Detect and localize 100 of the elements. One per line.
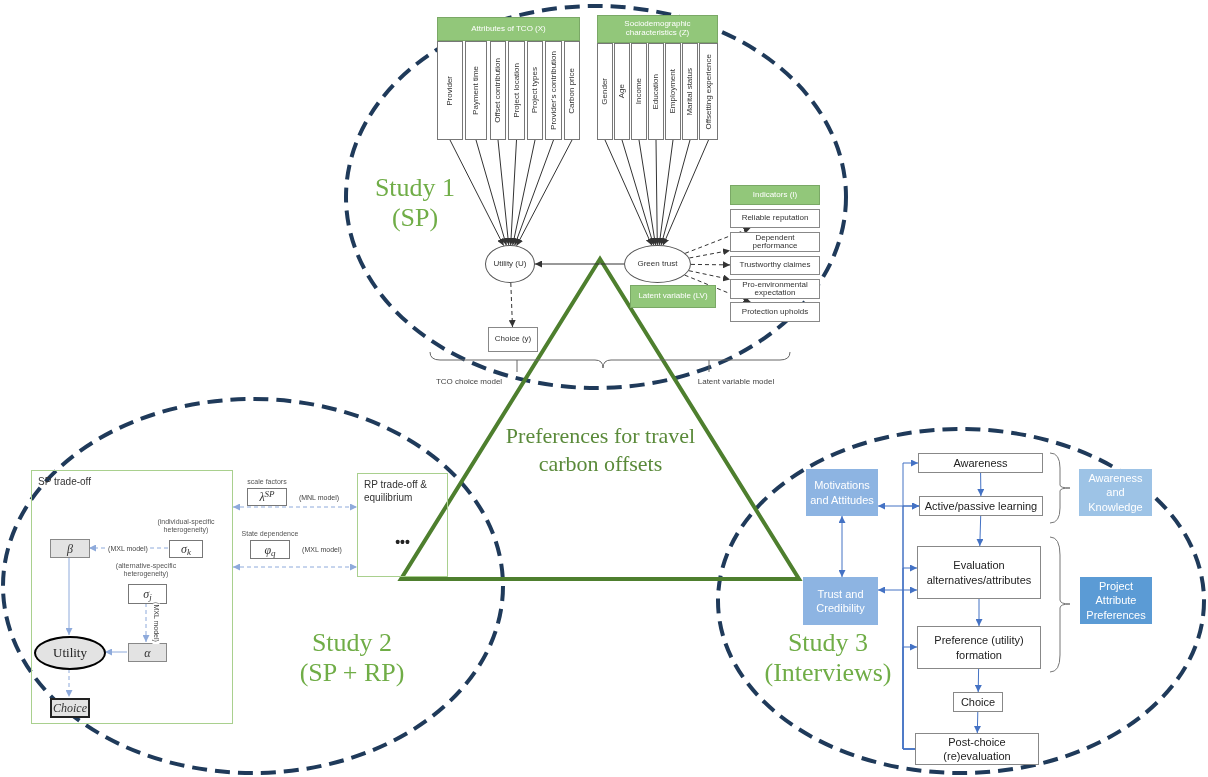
process-box [915,733,1039,765]
box-label: λ$^{SP}$ [258,488,276,506]
box-label: Preference (utility) formation [933,633,1025,662]
box-label: Utility [52,644,88,663]
parameter-box [50,539,90,558]
parameter-box [250,540,290,559]
header-box [437,17,580,41]
arrow [516,139,573,247]
arrow [497,139,512,246]
parameter-box [128,584,167,604]
box-label: Evaluation alternatives/attributes [925,558,1033,587]
box-label: Dependent performance [751,233,799,251]
study-title: Study 3 (Interviews) [763,628,893,688]
attribute-box [631,43,647,140]
box-label: Awareness [952,455,1009,471]
factor-box [803,577,878,625]
indicator-box [730,232,820,252]
arrow [142,602,150,643]
box-label: Payment time [472,66,480,115]
attribute-box [465,41,487,140]
box-label: Offsetting experience [704,53,713,130]
model-frame [357,473,448,577]
box-label: Choice (y) [493,335,533,344]
attribute-box [665,43,681,140]
parameter-box [247,488,287,506]
process-box [918,453,1043,473]
center-title: Preferences for travel carbon offsets [504,422,697,477]
attribute-box [564,41,580,140]
box-label: Age [618,84,626,99]
box-label: Latent variable (LV) [637,292,709,301]
process-box [953,692,1003,712]
arrow [510,139,536,246]
arrow [902,643,918,750]
box-label: Pro-environmental expectation [741,280,809,298]
box-label: Project location [512,63,521,118]
box-label: Income [635,78,643,105]
arrow [508,282,516,328]
arrow [534,260,625,268]
arrow [975,598,983,627]
process-box [917,546,1041,599]
attribute-box [699,43,718,140]
box-label: σ$_{k}$ [180,541,192,558]
box-label: Project Attribute Preferences [1085,579,1147,622]
box-label: α [143,644,152,662]
utility-ellipse [34,636,106,670]
attribute-box [490,41,506,140]
box-label: Attributes of TCO (X) [470,24,547,34]
process-box [917,626,1041,669]
variable-ellipse [485,245,535,283]
attribute-box [597,43,613,140]
box-label: Post-choice (re)evaluation [942,734,1012,764]
box-label: Green trust [636,258,679,270]
box-label: Offset contribution [494,58,502,123]
header-box [630,285,716,308]
indicator-box [488,327,538,352]
arrow [621,139,655,246]
arrow [662,139,709,246]
box-label: Choice [959,694,997,710]
box-label: Trust and Credibility [815,586,866,616]
arrow [507,139,517,246]
study-title: Study 2 (SP + RP) [298,628,406,688]
box-label: SP trade-off [38,475,92,488]
arrow [659,139,691,246]
arrow [688,248,731,259]
box-label: Utility (U) [492,258,528,270]
attribute-box [527,41,543,140]
arrow [513,139,554,246]
box-label: Education [652,73,660,110]
arrow [232,563,358,571]
box-label: Protection upholds [740,307,810,317]
indicator-box [730,256,820,275]
box-label: Project types [531,67,539,114]
box-label: β [66,540,74,558]
box-label: Provider's contribution [549,51,558,130]
arrow [653,139,661,246]
box-label: Choice [52,700,88,717]
attribute-box [682,43,698,140]
arrow [232,503,358,511]
arrow [690,261,731,269]
factor-box [806,469,878,516]
box-label: Provider [446,75,454,106]
arrow [977,472,985,497]
indicator-box [730,302,820,322]
attribute-box [614,43,630,140]
box-label: RP trade-off & equilibrium [364,478,428,504]
attribute-box [545,41,562,140]
attribute-box [437,41,463,140]
arrow [104,648,128,656]
arrow [638,139,658,246]
arrow [838,515,846,578]
arrow [65,668,73,698]
arrow [974,668,982,693]
box-label: σ$_{j}$ [142,586,152,603]
header-box [730,185,820,205]
box-label: Sociodemographic characteristics (Z) [623,20,692,38]
header-box [597,15,718,43]
arrow [688,270,731,282]
parameter-box [169,540,203,558]
arrow [449,139,505,247]
arrow [877,586,918,594]
